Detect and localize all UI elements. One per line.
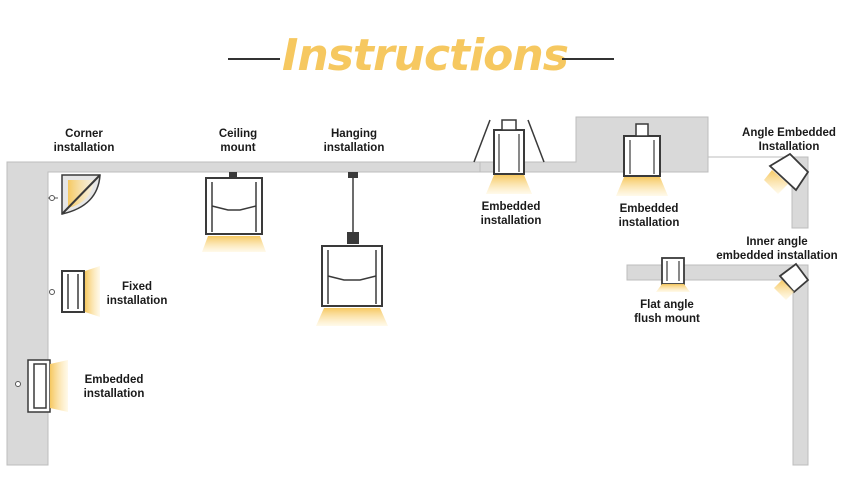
corner-fixture — [48, 174, 101, 215]
title-rule-right — [562, 58, 614, 60]
title-block: Instructions — [0, 28, 850, 88]
inner-angle-fixture — [774, 262, 810, 300]
inner-angle-wall — [626, 264, 809, 466]
title-rule-left — [228, 58, 280, 60]
fixed-fixture — [49, 266, 100, 317]
angle-embedded-fixture — [764, 152, 810, 194]
embedded-wall-fixture — [15, 359, 68, 413]
embedded-ceiling-fixture-1 — [473, 119, 545, 194]
ceiling-mount-fixture — [202, 172, 266, 252]
flat-angle-fixture — [656, 257, 690, 292]
embedded-ceiling-fixture-2 — [616, 123, 668, 196]
page-title: Instructions — [282, 30, 569, 81]
hanging-fixture — [316, 172, 388, 326]
